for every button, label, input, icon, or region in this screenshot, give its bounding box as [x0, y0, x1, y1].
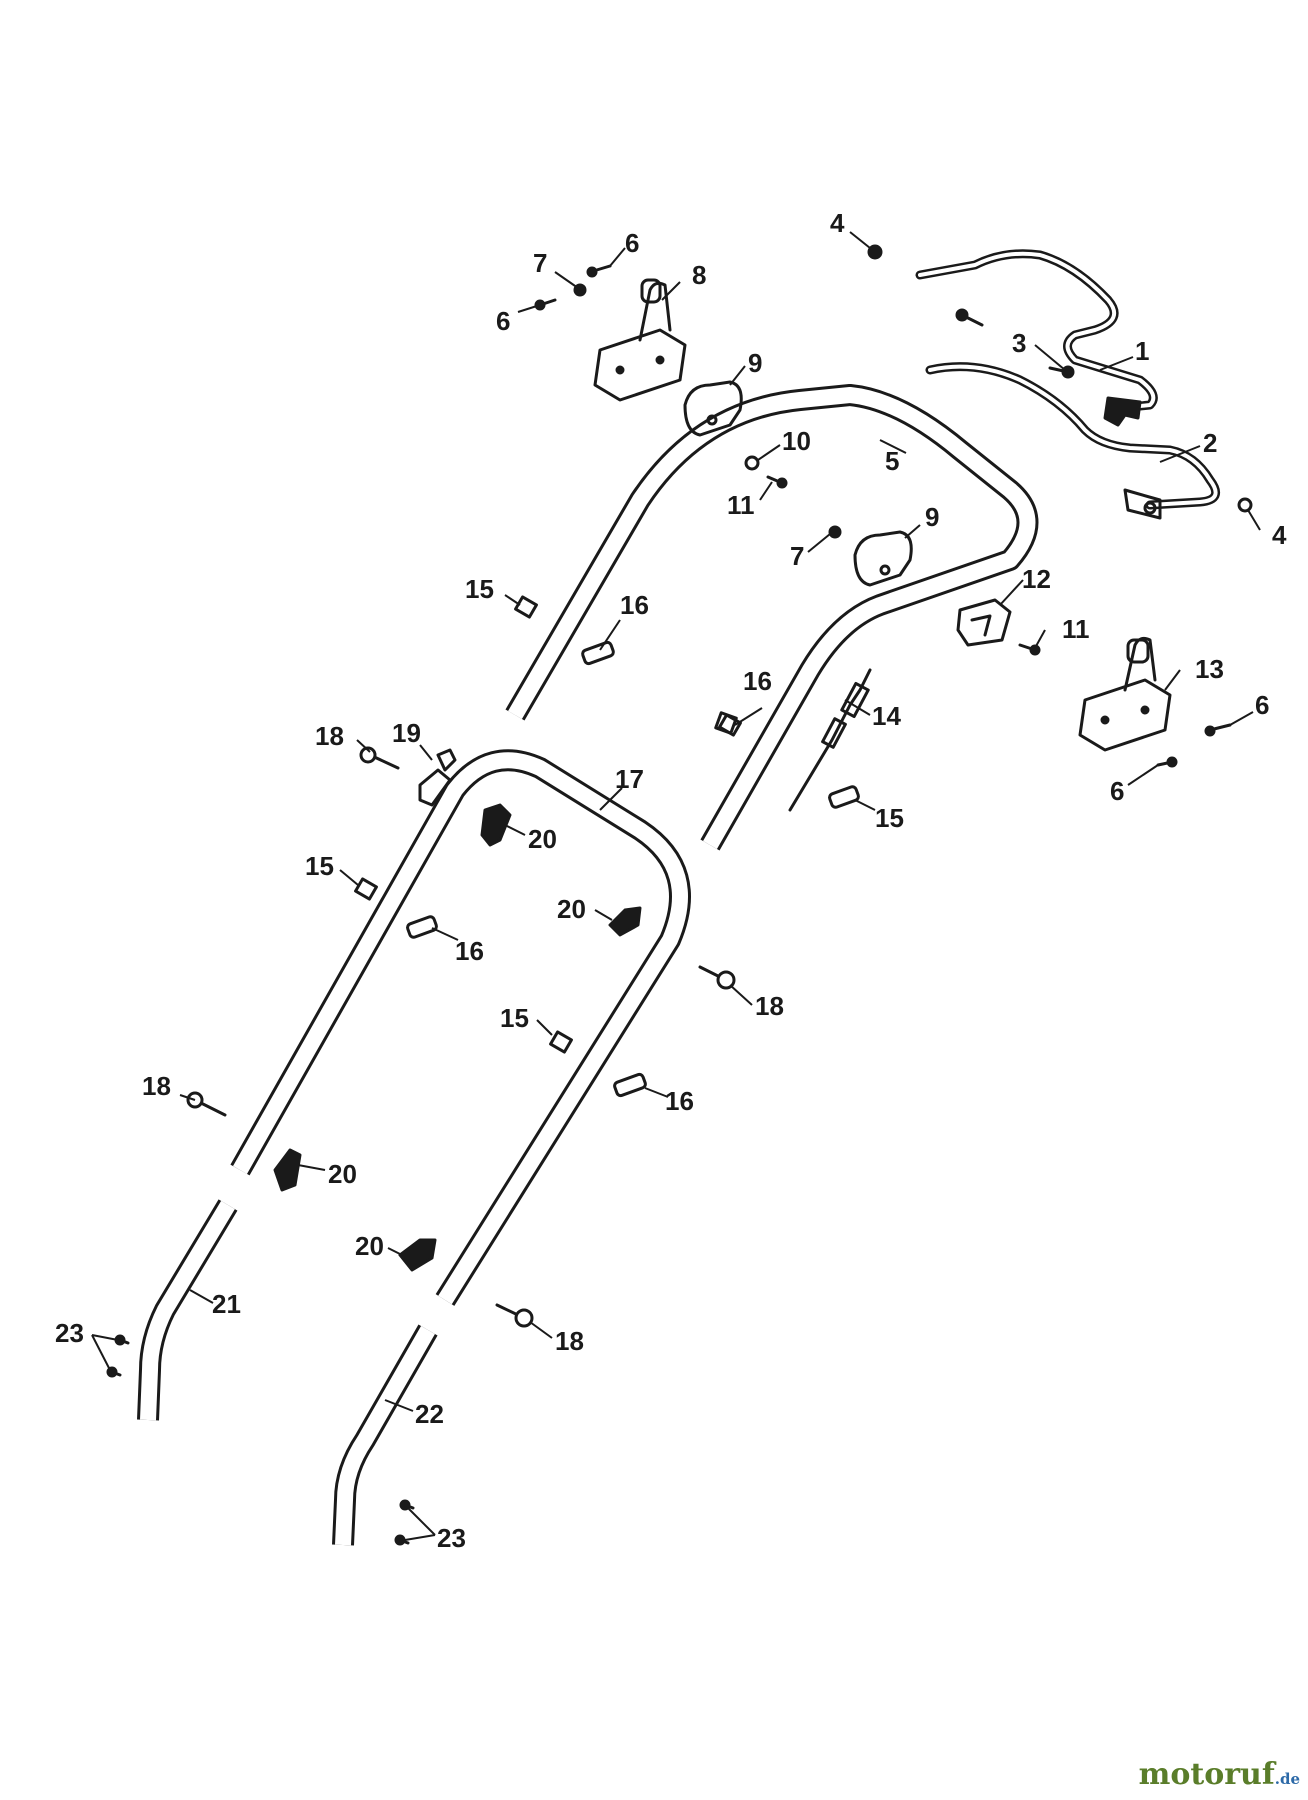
watermark-name: motoruf: [1138, 1757, 1275, 1792]
label-1: 1: [1135, 336, 1149, 366]
spacer-15-c: [354, 877, 378, 901]
label-19: 19: [392, 718, 421, 748]
label-18-b: 18: [755, 991, 784, 1021]
label-23-left: 23: [55, 1318, 84, 1348]
nut-7-mid: [828, 525, 842, 539]
label-20-b: 20: [557, 894, 586, 924]
label-6-top: 6: [625, 228, 639, 258]
label-15-b: 15: [875, 803, 904, 833]
label-11-top: 11: [727, 490, 755, 520]
washer-16-b: [714, 711, 738, 735]
part-labels: 1 2 3 4 4 5 6 6 6 6 7 7 8 9 9 10 11 11 1…: [55, 208, 1287, 1553]
label-6-bottom: 6: [1110, 776, 1124, 806]
knob-20-b: [608, 906, 642, 937]
label-6-left: 6: [496, 306, 510, 336]
screw-6-right: [1204, 723, 1232, 737]
label-15-d: 15: [500, 1003, 529, 1033]
lower-tube-left: [137, 1199, 238, 1421]
label-14: 14: [872, 701, 901, 731]
label-9-mid: 9: [925, 502, 939, 532]
nut-10: [744, 455, 760, 471]
label-20-d: 20: [355, 1231, 384, 1261]
label-20-a: 20: [528, 824, 557, 854]
label-15-a: 15: [465, 574, 494, 604]
watermark-tld: .de: [1274, 1770, 1300, 1788]
upper-handle-tube: [505, 384, 1039, 851]
leader-lines: [91, 231, 1261, 1541]
label-20-c: 20: [328, 1159, 357, 1189]
label-17: 17: [615, 764, 644, 794]
throttle-lever-8: [593, 278, 687, 402]
bolt-18-b: [698, 965, 736, 990]
lower-tube-right: [332, 1324, 438, 1546]
label-16-c: 16: [455, 936, 484, 966]
label-18-d: 18: [555, 1326, 584, 1356]
screw-11-top: [766, 475, 788, 489]
label-18-a: 18: [315, 721, 344, 751]
lower-handle-tube: [230, 749, 691, 1306]
knob-20-a: [480, 803, 512, 847]
clip-12: [956, 598, 1012, 647]
bolt-18-d: [495, 1303, 534, 1328]
label-15-c: 15: [305, 851, 334, 881]
label-12: 12: [1022, 564, 1051, 594]
label-9-top: 9: [748, 348, 762, 378]
knob-20-c: [273, 1148, 302, 1192]
label-5: 5: [885, 446, 899, 476]
label-4-right: 4: [1272, 520, 1287, 550]
label-7-mid: 7: [790, 541, 804, 571]
bail-rod: [915, 249, 1158, 427]
label-2: 2: [1203, 428, 1217, 458]
screw-6-bottom: [1156, 756, 1178, 768]
cable-guide-19: [418, 748, 457, 807]
drive-lever-13: [1078, 636, 1172, 752]
label-23-bottom: 23: [437, 1523, 466, 1553]
label-6-right: 6: [1255, 690, 1269, 720]
label-22: 22: [415, 1399, 444, 1429]
bolt-18-a: [359, 746, 400, 770]
washer-16-d: [613, 1072, 647, 1098]
spacer-15-d: [549, 1030, 573, 1054]
label-18-c: 18: [142, 1071, 171, 1101]
screw-23-d: [394, 1534, 410, 1546]
watermark-logo: motoruf.de: [1139, 1757, 1300, 1792]
washer-16-c: [406, 915, 438, 939]
label-11-right: 11: [1062, 614, 1090, 644]
clamp-9-top: [683, 380, 743, 437]
label-13: 13: [1195, 654, 1224, 684]
bolt-18-c: [186, 1091, 227, 1117]
label-16-d: 16: [665, 1086, 694, 1116]
screw-3-a: [955, 308, 984, 327]
label-7-top: 7: [533, 248, 547, 278]
nut-4-right: [1237, 497, 1253, 513]
nut-4-top: [867, 244, 883, 260]
clamp-9-mid: [853, 530, 913, 587]
spacer-15-e: [828, 785, 860, 809]
label-16-a: 16: [620, 590, 649, 620]
screw-11-right: [1018, 643, 1041, 656]
label-3: 3: [1012, 328, 1026, 358]
label-21: 21: [212, 1289, 241, 1319]
washer-16-a: [581, 640, 615, 666]
drive-rod: [925, 362, 1221, 520]
label-10: 10: [782, 426, 811, 456]
label-16-b: 16: [743, 666, 772, 696]
screw-6-top: [586, 264, 612, 278]
cable-14: [788, 668, 872, 812]
label-4-top: 4: [830, 208, 845, 238]
label-8: 8: [692, 260, 706, 290]
screw-23-a: [114, 1334, 130, 1346]
knob-20-d: [398, 1238, 437, 1272]
screw-23-c: [399, 1499, 415, 1511]
spacer-15-a: [514, 595, 538, 619]
